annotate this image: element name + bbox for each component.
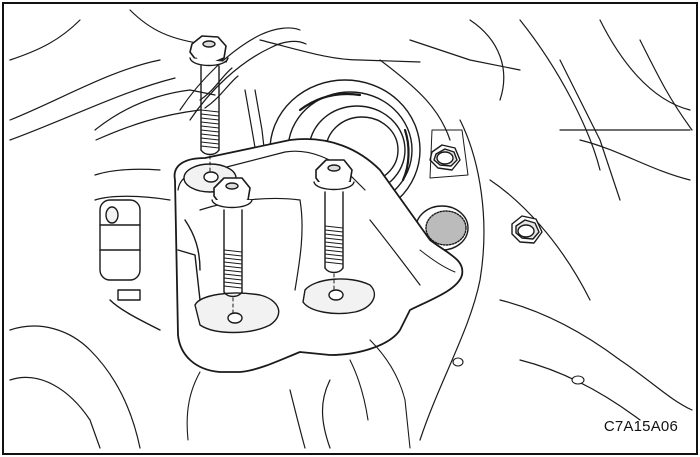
long-bolt-rear: [189, 35, 229, 173]
background-structure: [9, 9, 693, 449]
hex-nut-upper: [429, 129, 469, 179]
long-bolt-right: [313, 159, 355, 293]
hex-nut-lower: [511, 215, 543, 244]
figure-code: C7A15A06: [603, 418, 678, 435]
long-bolt-front: [211, 177, 253, 315]
left-components: [99, 199, 161, 331]
lower-details: [186, 339, 585, 449]
